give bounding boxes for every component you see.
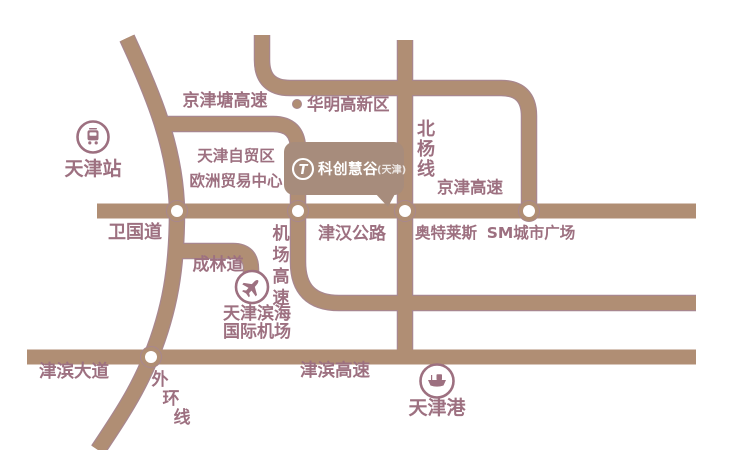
junctions-layer [140, 200, 540, 368]
label-huaming-hightech-zone: 华明高新区 [307, 94, 390, 114]
label-outer-ring-road: 外环线 [152, 369, 191, 428]
junction-marker [287, 200, 309, 222]
label-jinbin-expressway: 津滨高速 [300, 360, 370, 381]
label-tianjin-port: 天津港 [408, 396, 466, 419]
junction-marker [394, 200, 416, 222]
label-outlets: 奥特莱斯 [415, 223, 478, 242]
brand-name: 科创慧谷 [318, 160, 378, 178]
label-binhai-airport-line1: 天津滨海 [223, 303, 291, 324]
label-beiyang-line: 北杨线 [417, 119, 435, 180]
ship-icon [419, 363, 455, 399]
junction-marker [140, 346, 162, 368]
label-jinhan-highway: 津汉公路 [318, 223, 387, 244]
label-binhai-airport-line2: 国际机场 [223, 321, 291, 342]
label-free-trade-zone: 天津自贸区 [197, 146, 275, 165]
label-tianjin-station: 天津站 [64, 157, 121, 180]
label-weiguo-road: 卫国道 [108, 221, 162, 243]
dot-marker-huaming [292, 99, 302, 109]
airplane-icon [234, 269, 270, 305]
label-airport-expressway: 机场高速 [273, 223, 290, 309]
junction-marker [518, 200, 540, 222]
brand-logo-icon [291, 157, 315, 181]
brand-region: (天津) [377, 163, 406, 176]
train-icon [76, 120, 110, 154]
label-jingjintang-expressway: 京津塘高速 [183, 90, 268, 111]
brand-logo-letter: T [299, 163, 309, 178]
label-europe-trade-center: 欧洲贸易中心 [189, 171, 283, 190]
junction-marker [166, 200, 188, 222]
labels-layer: 京津塘高速 华明高新区 北杨线 京津高速 天津站 天津自贸区 欧洲贸易中心 卫国… [39, 90, 575, 428]
label-jingjin-expressway: 京津高速 [437, 177, 504, 197]
label-sm-city-plaza: SM城市广场 [487, 223, 576, 242]
brand-badge: T 科创慧谷 (天津) [284, 142, 406, 207]
label-chenglin-road: 成林道 [193, 254, 244, 275]
label-jinbin-avenue: 津滨大道 [39, 361, 109, 382]
